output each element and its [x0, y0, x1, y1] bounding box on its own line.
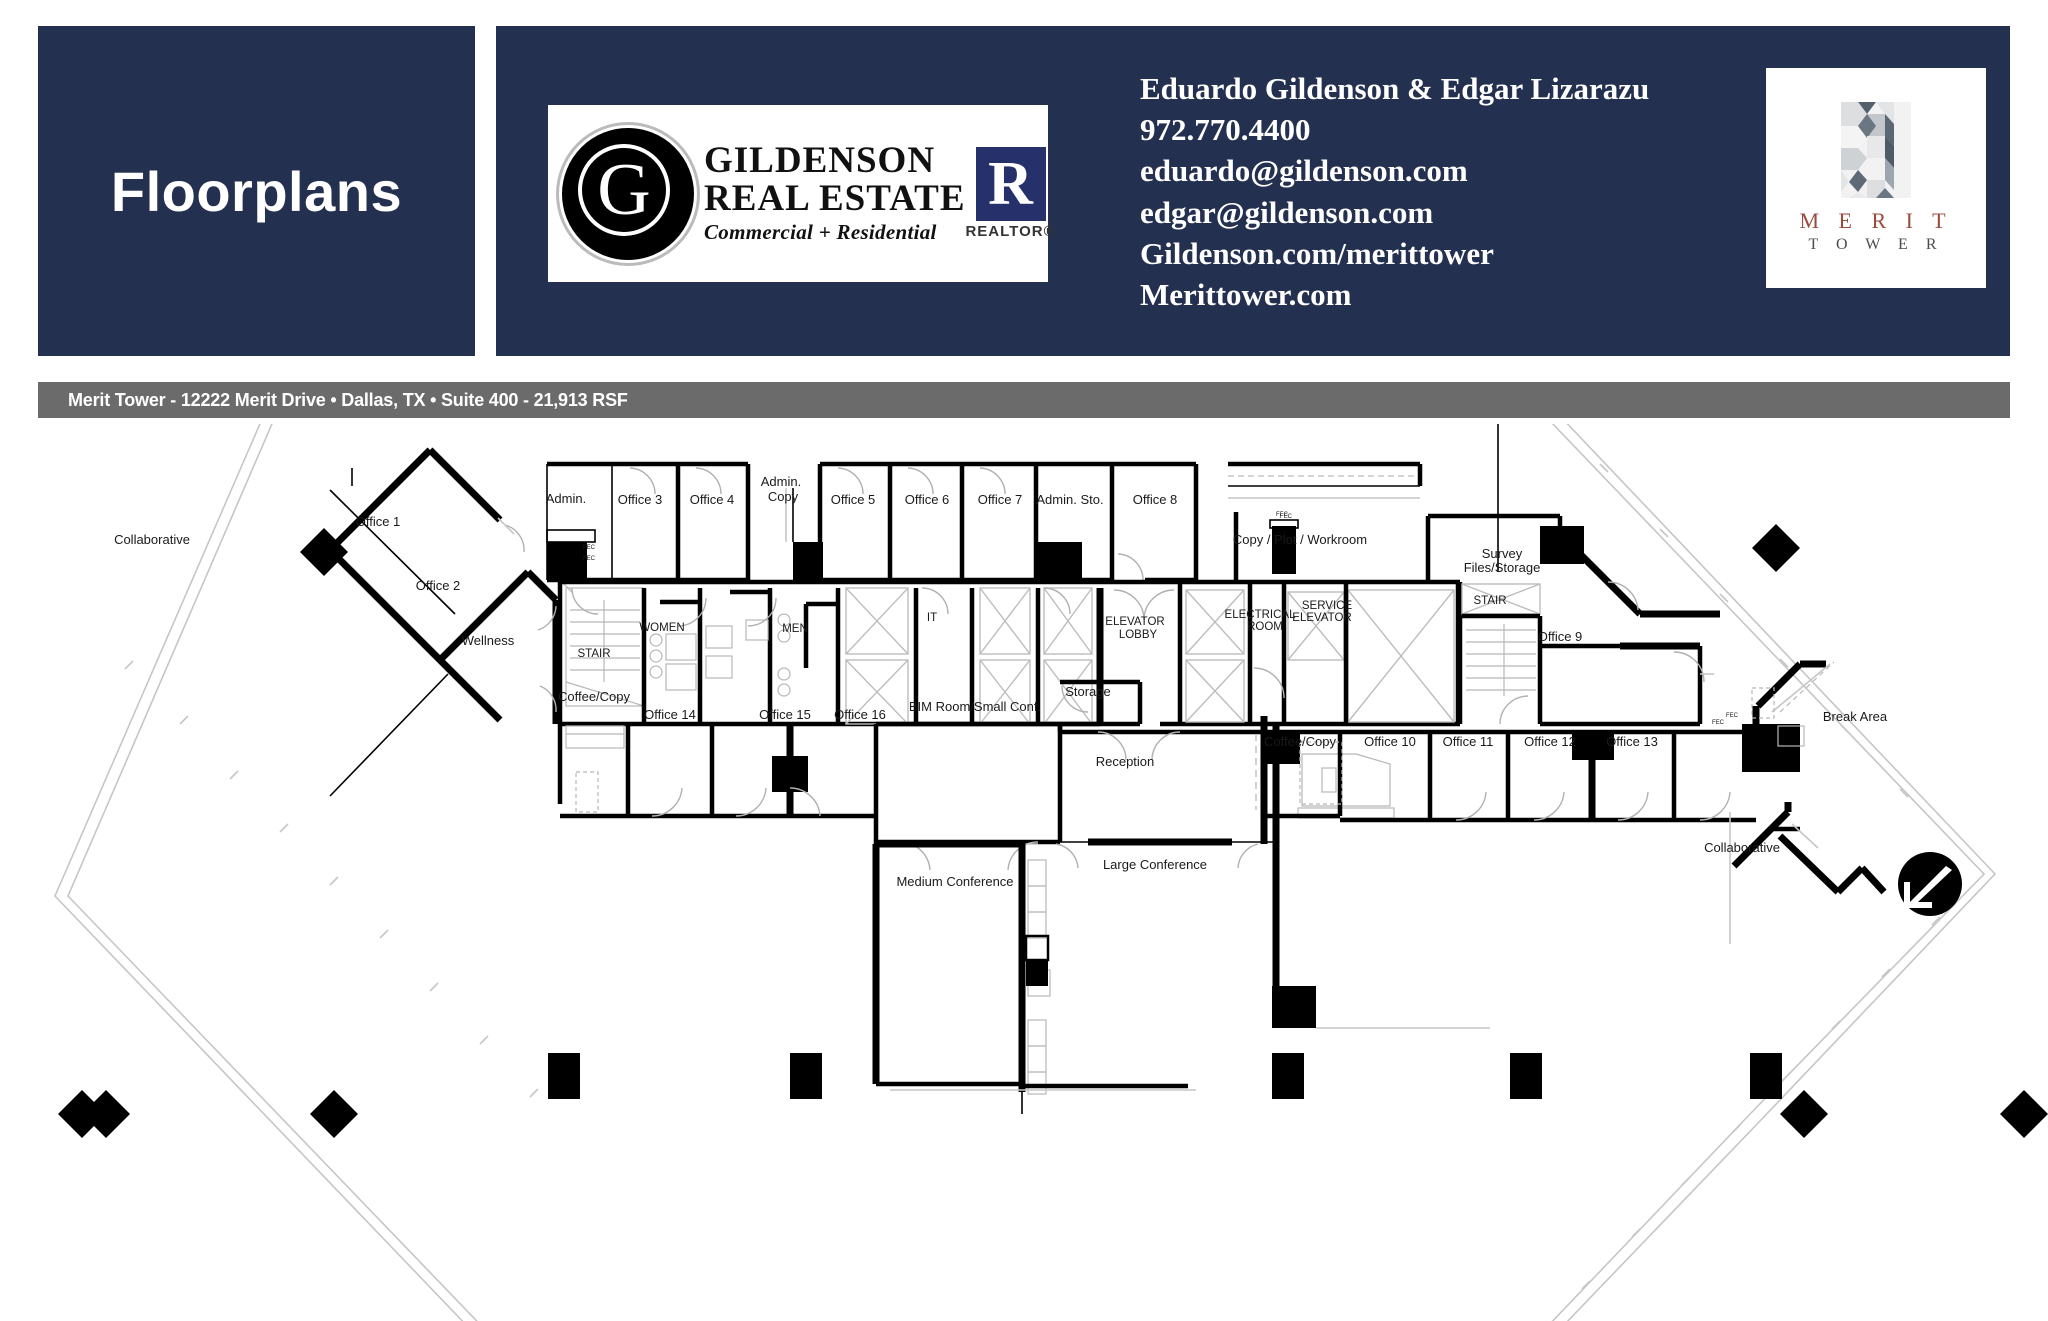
- annotation-fec-break: FEC: [1726, 713, 1739, 719]
- diagonal-office-suite: [327, 447, 573, 724]
- room-label-wellness: Wellness: [462, 633, 515, 648]
- contact-email-2[interactable]: edgar@gildenson.com: [1140, 194, 1434, 230]
- gildenson-wordmark: GILDENSON REAL ESTATE Commercial + Resid…: [704, 142, 966, 245]
- room-label-it: IT: [927, 612, 937, 624]
- svg-text:FEC: FEC: [1276, 512, 1289, 518]
- svg-text:FEC: FEC: [1712, 720, 1725, 726]
- page-title: Floorplans: [110, 159, 403, 223]
- room-label-large-conference: Large Conference: [1103, 857, 1207, 872]
- room-label-electrical-room: ELECTRICAL: [1225, 609, 1297, 621]
- page-header: Floorplans G GILDENSON REAL ESTATE Comme…: [0, 0, 2048, 380]
- room-label-collaborative-west: Collaborative: [114, 532, 190, 547]
- room-label-storage: Storage: [1065, 684, 1111, 699]
- room-label-medium-conference: Medium Conference: [896, 874, 1013, 889]
- room-label-men: MEN: [782, 623, 808, 635]
- room-label-admin-copy: Admin.: [761, 474, 801, 489]
- room-label-office-16: Office 16: [834, 707, 886, 722]
- room-label-admin-copy-2: Copy: [768, 489, 799, 504]
- room-label-office-1: Office 1: [356, 514, 401, 529]
- room-label-elevator-lobby: ELEVATOR: [1105, 616, 1164, 628]
- room-label-break-area: Break Area: [1823, 709, 1888, 724]
- conference-rooms: [872, 724, 1490, 1114]
- room-label-office-6: Office 6: [905, 492, 950, 507]
- south-office-row-west: [557, 679, 1143, 871]
- realtor-label: REALTOR®: [965, 223, 1056, 240]
- building-core: [557, 579, 1714, 727]
- brand-tagline: Commercial + Residential: [704, 220, 937, 245]
- gildenson-g-letter: G: [578, 143, 670, 236]
- room-label-office-10: Office 10: [1364, 734, 1416, 749]
- merit-tower-logo: M E R I T T O W E R: [1766, 68, 1986, 288]
- room-label-bim-room: BIM Room/Small Conf.: [909, 699, 1041, 714]
- room-label-coffee-copy-east: Coffee/Copy: [1264, 734, 1337, 749]
- room-label-office-5: Office 5: [831, 492, 876, 507]
- gildenson-logo: G GILDENSON REAL ESTATE Commercial + Res…: [548, 105, 1055, 282]
- svg-text:FEC: FEC: [583, 556, 596, 562]
- room-label-admin-sto: Admin. Sto.: [1036, 492, 1103, 507]
- room-label-office-8: Office 8: [1133, 492, 1178, 507]
- annotation-fec-admin: FEC: [583, 545, 596, 551]
- merit-tower-name: M E R I T: [1799, 208, 1953, 233]
- room-label-admin: Admin.: [546, 491, 586, 506]
- brand-line-2: REAL ESTATE: [704, 177, 966, 219]
- title-panel: Floorplans: [38, 26, 475, 356]
- north-office-row: FEC: [546, 461, 1199, 583]
- annotation-fec-copyplot: FEC: [1280, 514, 1293, 520]
- survey-files-storage: [1425, 513, 1720, 618]
- copy-plot-workroom-zone: FEC: [1228, 461, 1423, 582]
- room-label-office-9: Office 9: [1538, 629, 1583, 644]
- property-subtitle-text: Merit Tower - 12222 Merit Drive • Dallas…: [68, 389, 628, 410]
- room-label-office-14: Office 14: [644, 707, 696, 722]
- room-label-office-7: Office 7: [978, 492, 1023, 507]
- room-label-electrical-room-2: ROOM: [1247, 621, 1283, 633]
- contact-phone[interactable]: 972.770.4400: [1140, 112, 1311, 148]
- floorplan-drawing: FEC FEC: [0, 424, 2048, 1321]
- realtor-r-icon: R: [975, 147, 1046, 221]
- collaborative-ne-walls: [1497, 424, 1499, 572]
- contact-url-2[interactable]: Merittower.com: [1140, 277, 1352, 313]
- room-label-group: CollaborativeCollaborativeCollaborativeO…: [114, 474, 1888, 889]
- merit-diamond-pattern-icon: [1841, 102, 1911, 198]
- contact-email-1[interactable]: eduardo@gildenson.com: [1140, 153, 1468, 189]
- room-label-office-3: Office 3: [618, 492, 663, 507]
- gildenson-g-icon: G: [562, 127, 694, 260]
- room-label-stair-west: STAIR: [577, 648, 610, 660]
- room-label-office-4: Office 4: [690, 492, 735, 507]
- room-label-office-12: Office 12: [1524, 734, 1576, 749]
- structural-columns: [58, 524, 2048, 1138]
- break-area-zone: FEC: [1712, 660, 1887, 895]
- collaborative-west-walls: [329, 468, 456, 797]
- room-label-office-11: Office 11: [1443, 734, 1494, 749]
- room-label-collaborative-se: Collaborative: [1704, 840, 1780, 855]
- room-label-survey-files: Survey: [1482, 546, 1523, 561]
- contact-agents: Eduardo Gildenson & Edgar Lizarazu: [1140, 71, 1650, 106]
- room-label-service-elevator-2: ELEVATOR: [1292, 612, 1351, 624]
- room-label-service-elevator: SERVICE: [1302, 600, 1353, 612]
- property-subtitle-bar: Merit Tower - 12222 Merit Drive • Dallas…: [38, 382, 2010, 418]
- room-label-office-15: Office 15: [759, 707, 811, 722]
- room-label-office-2: Office 2: [416, 578, 461, 593]
- curtain-wall-mullions: [124, 463, 1941, 1290]
- north-arrow-icon: [1898, 852, 1962, 916]
- room-label-office-13: Office 13: [1606, 734, 1658, 749]
- brand-line-1: GILDENSON: [704, 139, 936, 181]
- room-label-coffee-copy-west: Coffee/Copy: [558, 689, 631, 704]
- room-label-survey-files-2: Files/Storage: [1464, 560, 1541, 575]
- realtor-logo: R REALTOR®: [965, 147, 1055, 240]
- contact-block: Eduardo Gildenson & Edgar Lizarazu 972.7…: [1140, 68, 1649, 315]
- contact-url-1[interactable]: Gildenson.com/merittower: [1140, 235, 1494, 271]
- room-label-stair-east: STAIR: [1473, 595, 1506, 607]
- room-label-reception: Reception: [1096, 754, 1155, 769]
- room-label-elevator-lobby-2: LOBBY: [1119, 629, 1158, 641]
- room-label-women: WOMEN: [639, 622, 684, 634]
- room-label-copy-plot-workroom: Copy / Plot / Workroom: [1233, 532, 1367, 547]
- merit-tower-sub: T O W E R: [1808, 236, 1944, 253]
- south-office-row-east: [1057, 716, 1756, 844]
